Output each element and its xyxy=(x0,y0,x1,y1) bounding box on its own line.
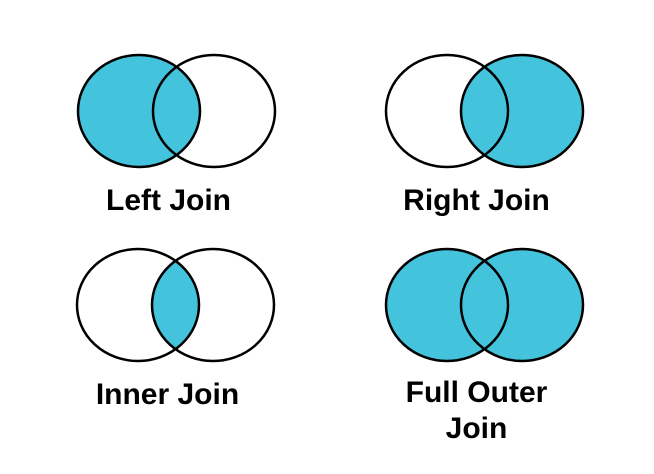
intersection-fill xyxy=(153,55,200,167)
left-circle-outline xyxy=(76,53,202,169)
venn-label-left-join: Left Join xyxy=(106,184,231,217)
venn-diagram-left-join: Left Join xyxy=(69,44,309,219)
right-circle-outline xyxy=(150,247,276,363)
right-circle-outline xyxy=(459,53,585,169)
left-circle-outline xyxy=(384,247,510,363)
venn-left-join-graphic xyxy=(76,53,277,169)
venn-diagram-right-join: Right Join xyxy=(377,44,617,219)
venn-diagram-inner-join: Inner Join xyxy=(68,238,308,413)
intersection-fill xyxy=(461,55,508,167)
venn-diagram-full-outer-join: Full Outer Join xyxy=(377,238,617,447)
venn-label-full-outer-join: Full Outer Join xyxy=(405,376,548,445)
venn-full-outer-join-graphic xyxy=(384,247,585,363)
venn-label-right-join: Right Join xyxy=(403,184,550,217)
venn-inner-join-graphic xyxy=(75,247,276,363)
right-circle-outline xyxy=(459,247,585,363)
venn-right-join-graphic xyxy=(384,53,585,169)
intersection-fill xyxy=(461,249,508,361)
intersection-fill xyxy=(152,249,199,361)
left-circle-outline xyxy=(75,247,201,363)
left-circle-outline xyxy=(384,53,510,169)
venn-label-inner-join: Inner Join xyxy=(95,378,240,411)
right-circle-outline xyxy=(151,53,277,169)
